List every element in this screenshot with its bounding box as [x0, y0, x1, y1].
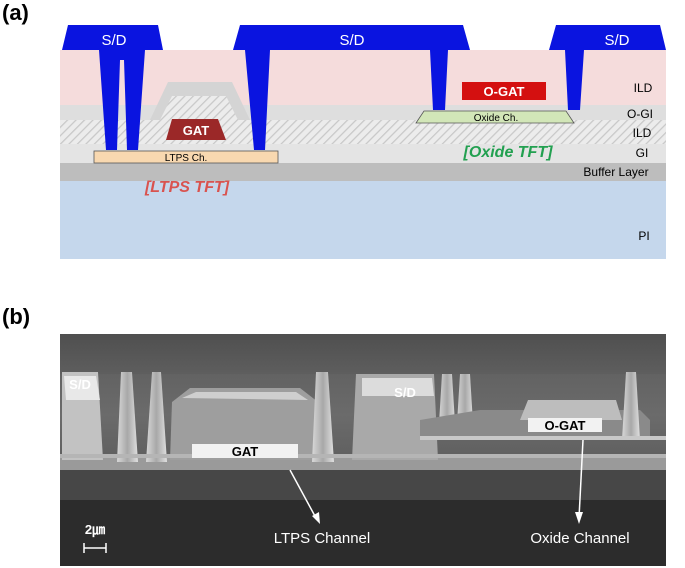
sem-ogat-label: O-GAT	[545, 418, 586, 433]
ild-top-layer	[60, 50, 666, 105]
sem-ltps-channel-label: LTPS Channel	[274, 530, 370, 547]
sd-left-label: S/D	[101, 32, 126, 49]
pi-layer	[60, 181, 666, 259]
layer-label-gi: GI	[636, 146, 649, 160]
layer-label-buffer: Buffer Layer	[583, 165, 648, 179]
ild-mid-layer	[60, 120, 666, 144]
layer-label-ogi: O-GI	[627, 107, 653, 121]
ltps-channel	[93, 150, 279, 164]
sem-scale-label: 2㎛	[85, 522, 105, 538]
ltps-tft-label: [LTPS TFT]	[144, 179, 230, 196]
sd-right-pad	[549, 25, 666, 110]
ltps-channel-label: LTPS Ch.	[165, 153, 208, 164]
gate-hatch-bump	[160, 96, 238, 120]
layer-label-pi: PI	[638, 229, 649, 243]
sem-oxide-channel-label: Oxide Channel	[530, 530, 629, 547]
oxide-channel	[415, 110, 575, 124]
sem-sd-mid-label: S/D	[394, 385, 416, 400]
ogat-label: O-GAT	[484, 84, 525, 99]
ogat-electrode	[462, 82, 546, 100]
sem-image	[60, 334, 666, 566]
sd-mid-label: S/D	[339, 32, 364, 49]
sd-right-label: S/D	[604, 32, 629, 49]
gate-electrode	[166, 119, 226, 140]
gat-label: GAT	[183, 123, 210, 138]
sd-left-pad	[62, 25, 163, 150]
sem-sd-left-label: S/D	[69, 377, 91, 392]
buffer-layer	[60, 163, 666, 181]
layer-label-ild-top: ILD	[634, 81, 653, 95]
oxide-tft-label: [Oxide TFT]	[463, 144, 554, 161]
panel-label-b: (b)	[2, 304, 31, 329]
panel-label-a: (a)	[2, 0, 29, 25]
oxide-channel-label: Oxide Ch.	[474, 113, 518, 124]
layer-label-ild-mid: ILD	[633, 126, 652, 140]
sd-mid-pad	[233, 25, 470, 150]
sem-gat-label: GAT	[232, 444, 259, 459]
